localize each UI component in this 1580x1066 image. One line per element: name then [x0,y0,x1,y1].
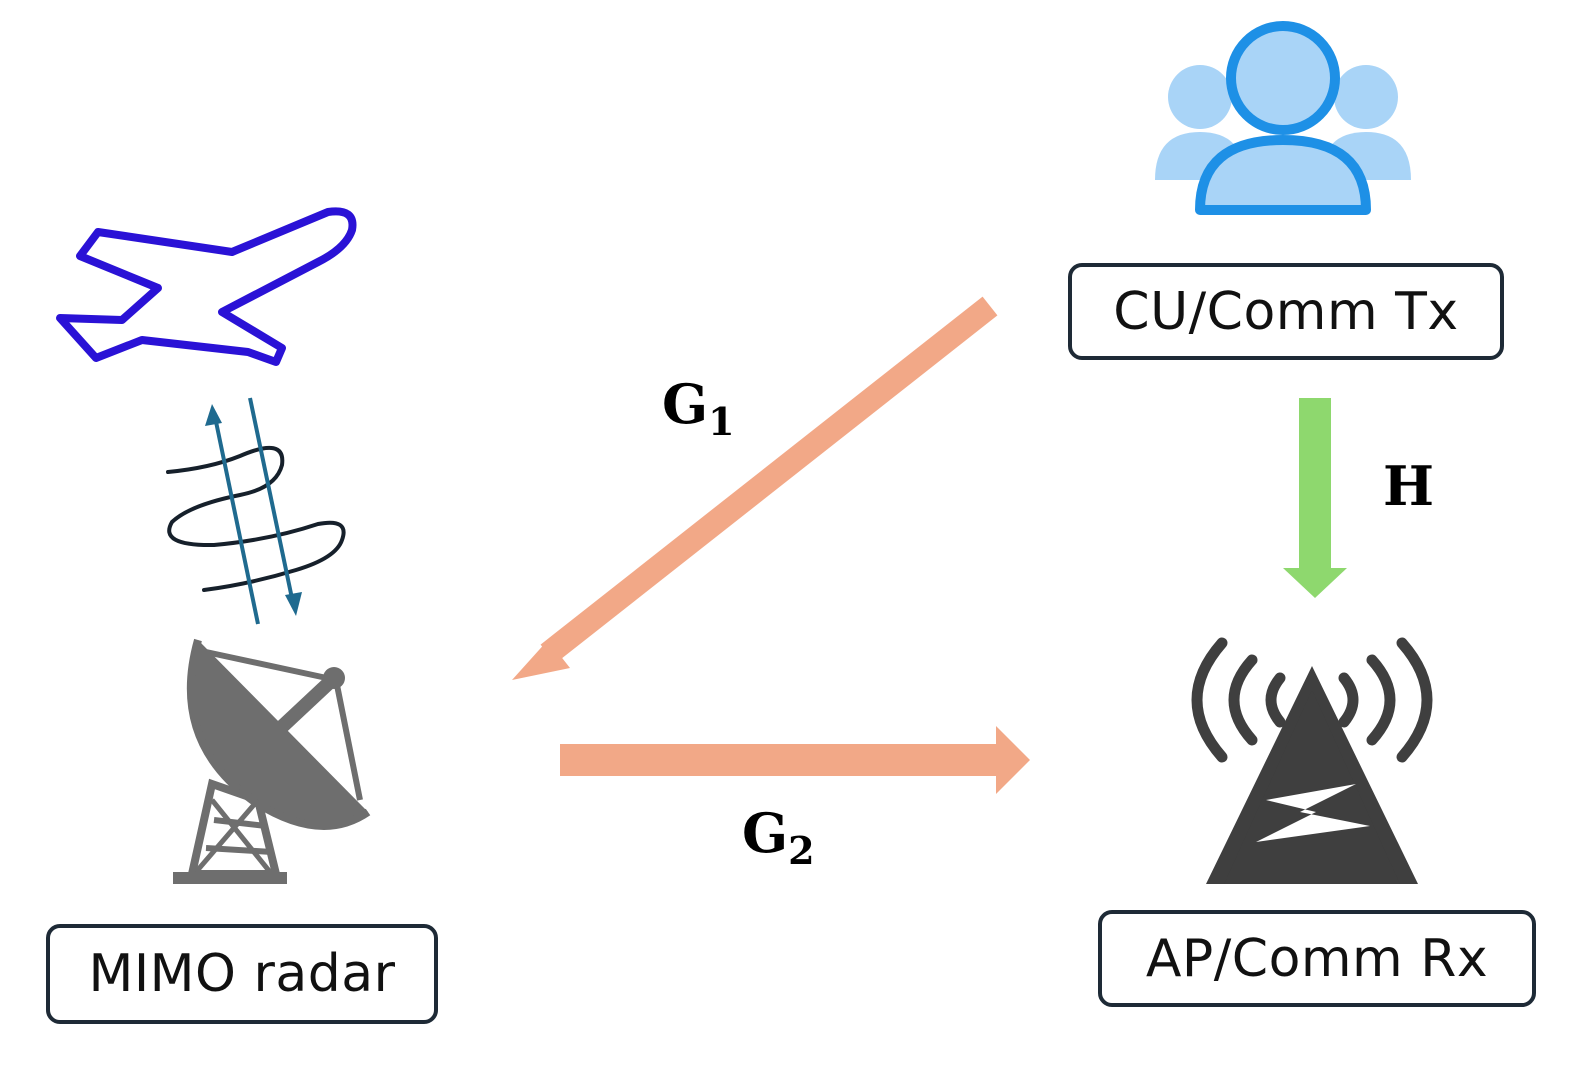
users-icon [1155,21,1411,215]
echo-signal-icon [166,397,346,625]
ap-comm-rx-label: AP/Comm Rx [1145,928,1489,989]
g1-symbol: G [662,372,709,436]
mimo-radar-box: MIMO radar [46,924,438,1024]
g1-label: G1 [662,377,735,441]
cu-comm-tx-box: CU/Comm Tx [1068,263,1504,360]
g2-arrow [560,726,1030,794]
g2-label: G2 [742,806,815,870]
g2-subscript: 2 [788,828,815,873]
ap-comm-rx-box: AP/Comm Rx [1098,910,1536,1007]
g2-symbol: G [742,801,789,865]
cu-comm-tx-label: CU/Comm Tx [1113,281,1459,342]
h-arrow [1283,398,1347,598]
satellite-dish-icon [173,638,371,884]
antenna-tower-icon [1191,637,1433,884]
h-symbol: H [1383,454,1435,518]
g1-arrow [512,296,998,680]
h-label: H [1383,459,1434,513]
g1-subscript: 1 [708,399,735,444]
airplane-icon [56,207,357,366]
mimo-radar-label: MIMO radar [88,944,396,1004]
